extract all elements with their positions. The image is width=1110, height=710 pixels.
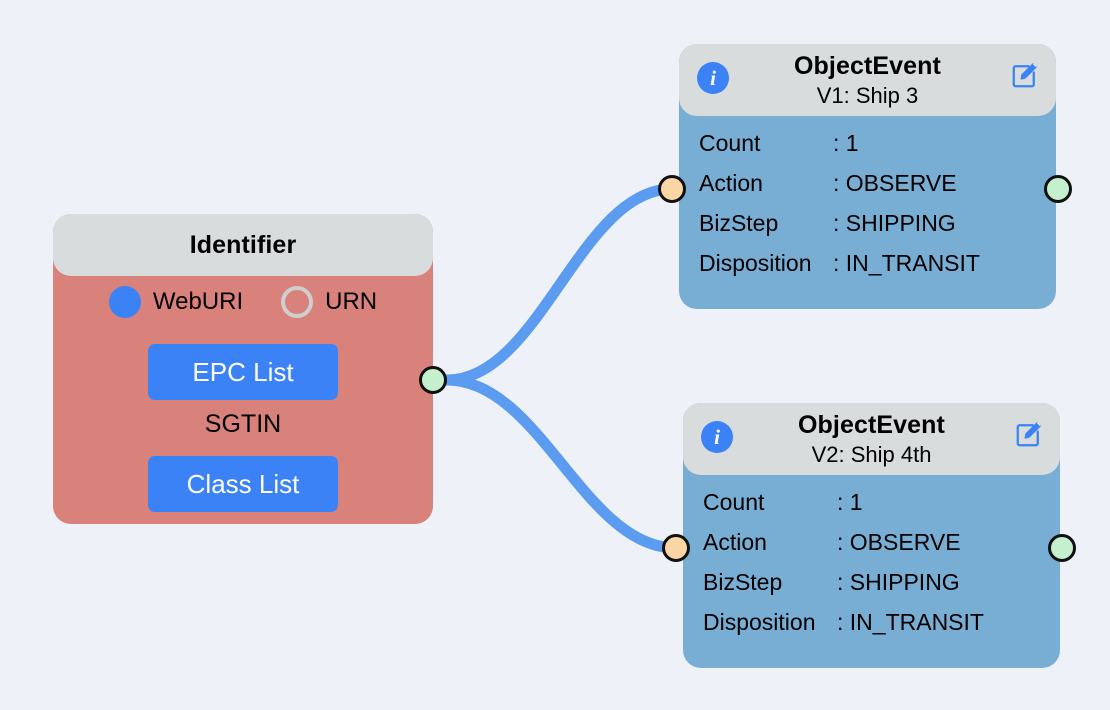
property-row: Count : 1 <box>703 489 1043 529</box>
property-key: BizStep <box>699 210 779 236</box>
property-row: Count : 1 <box>699 130 1039 170</box>
property-row: BizStep : SHIPPING <box>703 569 1043 609</box>
sgtin-label: SGTIN <box>204 410 282 438</box>
property-value: : 1 <box>837 489 863 515</box>
property-key: BizStep <box>703 569 783 595</box>
object-event-1-header: ObjectEvent V1: Ship 3 <box>679 44 1056 116</box>
property-key: Count <box>699 130 761 156</box>
identifier-type-radio-group[interactable]: WebURI URN <box>53 286 433 318</box>
object-event-2-input-port[interactable] <box>662 534 690 562</box>
identifier-node[interactable]: Identifier WebURI URN EPC List SGTIN Cla… <box>53 214 433 524</box>
property-row: Disposition : IN_TRANSIT <box>699 250 1039 290</box>
radio-weburi-label: WebURI <box>152 288 244 315</box>
radio-weburi-icon[interactable] <box>108 286 141 318</box>
class-list-button[interactable]: Class List <box>148 456 338 512</box>
property-row: BizStep : SHIPPING <box>699 210 1039 250</box>
property-key: Disposition <box>703 609 816 635</box>
edit-pencil-icon[interactable] <box>1014 419 1044 449</box>
object-event-node-2[interactable]: ObjectEvent V2: Ship 4th i Count : 1 Act… <box>683 403 1060 668</box>
property-value: : IN_TRANSIT <box>833 250 980 276</box>
object-event-2-output-port[interactable] <box>1048 534 1076 562</box>
edge-identifier-to-objectevent-1[interactable] <box>441 183 678 386</box>
edge-identifier-to-objectevent-2[interactable] <box>441 374 682 554</box>
object-event-2-properties: Count : 1 Action : OBSERVE BizStep : SHI… <box>703 489 1043 649</box>
object-event-2-header: ObjectEvent V2: Ship 4th <box>683 403 1060 475</box>
property-value: : OBSERVE <box>837 529 961 555</box>
identifier-output-port[interactable] <box>419 366 447 394</box>
object-event-1-subtitle: V1: Ship 3 <box>816 83 919 108</box>
property-key: Disposition <box>699 250 812 276</box>
object-event-1-input-port[interactable] <box>658 175 686 203</box>
property-key: Action <box>699 170 763 196</box>
object-event-2-subtitle: V2: Ship 4th <box>811 442 932 467</box>
object-event-1-title: ObjectEvent <box>794 52 941 80</box>
object-event-2-title: ObjectEvent <box>798 411 945 439</box>
property-value: : SHIPPING <box>837 569 960 595</box>
edit-pencil-icon[interactable] <box>1010 60 1040 90</box>
epc-list-button[interactable]: EPC List <box>148 344 338 400</box>
property-value: : SHIPPING <box>833 210 956 236</box>
object-event-1-properties: Count : 1 Action : OBSERVE BizStep : SHI… <box>699 130 1039 290</box>
identifier-node-title: Identifier <box>189 231 297 259</box>
info-icon[interactable]: i <box>701 421 733 453</box>
property-key: Action <box>703 529 767 555</box>
property-value: : 1 <box>833 130 859 156</box>
object-event-node-1[interactable]: ObjectEvent V1: Ship 3 i Count : 1 Actio… <box>679 44 1056 309</box>
object-event-1-output-port[interactable] <box>1044 175 1072 203</box>
radio-urn-icon[interactable] <box>281 286 314 318</box>
identifier-node-header: Identifier <box>53 214 433 276</box>
info-icon[interactable]: i <box>697 62 729 94</box>
property-row: Action : OBSERVE <box>699 170 1039 210</box>
property-value: : IN_TRANSIT <box>837 609 984 635</box>
property-row: Action : OBSERVE <box>703 529 1043 569</box>
property-row: Disposition : IN_TRANSIT <box>703 609 1043 649</box>
radio-urn-label: URN <box>325 288 378 315</box>
property-key: Count <box>703 489 765 515</box>
property-value: : OBSERVE <box>833 170 957 196</box>
